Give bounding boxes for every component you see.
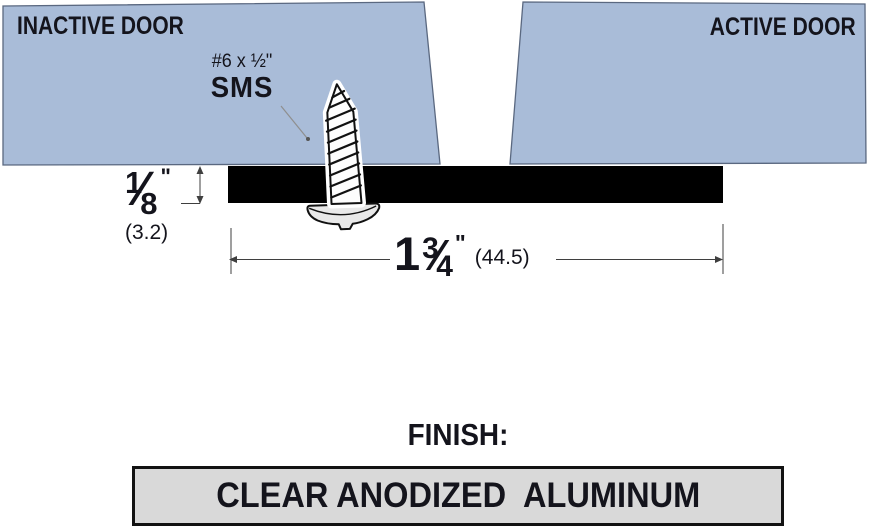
finish-box: CLEAR ANODIZED ALUMINUM <box>132 466 784 526</box>
width-dimension-lines <box>229 224 724 274</box>
height-dimension-fraction: 1⁄8" <box>125 164 171 219</box>
width-dimension-text: 13⁄4" (44.5) <box>394 230 530 286</box>
height-dimension-text: 1⁄8" (3.2) <box>125 164 171 244</box>
height-dim-denominator: 8 <box>140 186 158 221</box>
finish-label: FINISH: <box>407 417 509 452</box>
inactive-door-label: INACTIVE DOOR <box>17 12 184 40</box>
height-dim-metric: (3.2) <box>125 221 169 244</box>
screw-type-label: SMS <box>210 72 274 104</box>
screw-callout: #6 x ½" SMS <box>194 52 290 103</box>
width-dim-numerator: 3 <box>422 232 439 265</box>
width-dim-metric: (44.5) <box>474 246 530 269</box>
screw-icon <box>306 79 381 231</box>
screw-leader-line <box>280 105 310 141</box>
width-dim-unit: " <box>454 230 466 256</box>
height-dimension-lines <box>181 166 204 204</box>
screw-threads <box>325 89 362 199</box>
active-door-shape <box>509 1 867 165</box>
height-dim-numerator: 1 <box>125 165 143 200</box>
fraction-slash: ⁄ <box>137 163 146 216</box>
finish-value: CLEAR ANODIZED ALUMINUM <box>215 476 700 515</box>
height-dim-unit: " <box>160 164 171 189</box>
active-door-label: ACTIVE DOOR <box>710 13 856 41</box>
astragal-bar-shape <box>228 166 723 203</box>
width-dim-whole: 1 <box>394 227 423 280</box>
width-dim-denominator: 4 <box>436 250 453 283</box>
screw-size-label: #6 x ½" <box>211 51 273 72</box>
fraction-slash: ⁄ <box>433 231 442 280</box>
